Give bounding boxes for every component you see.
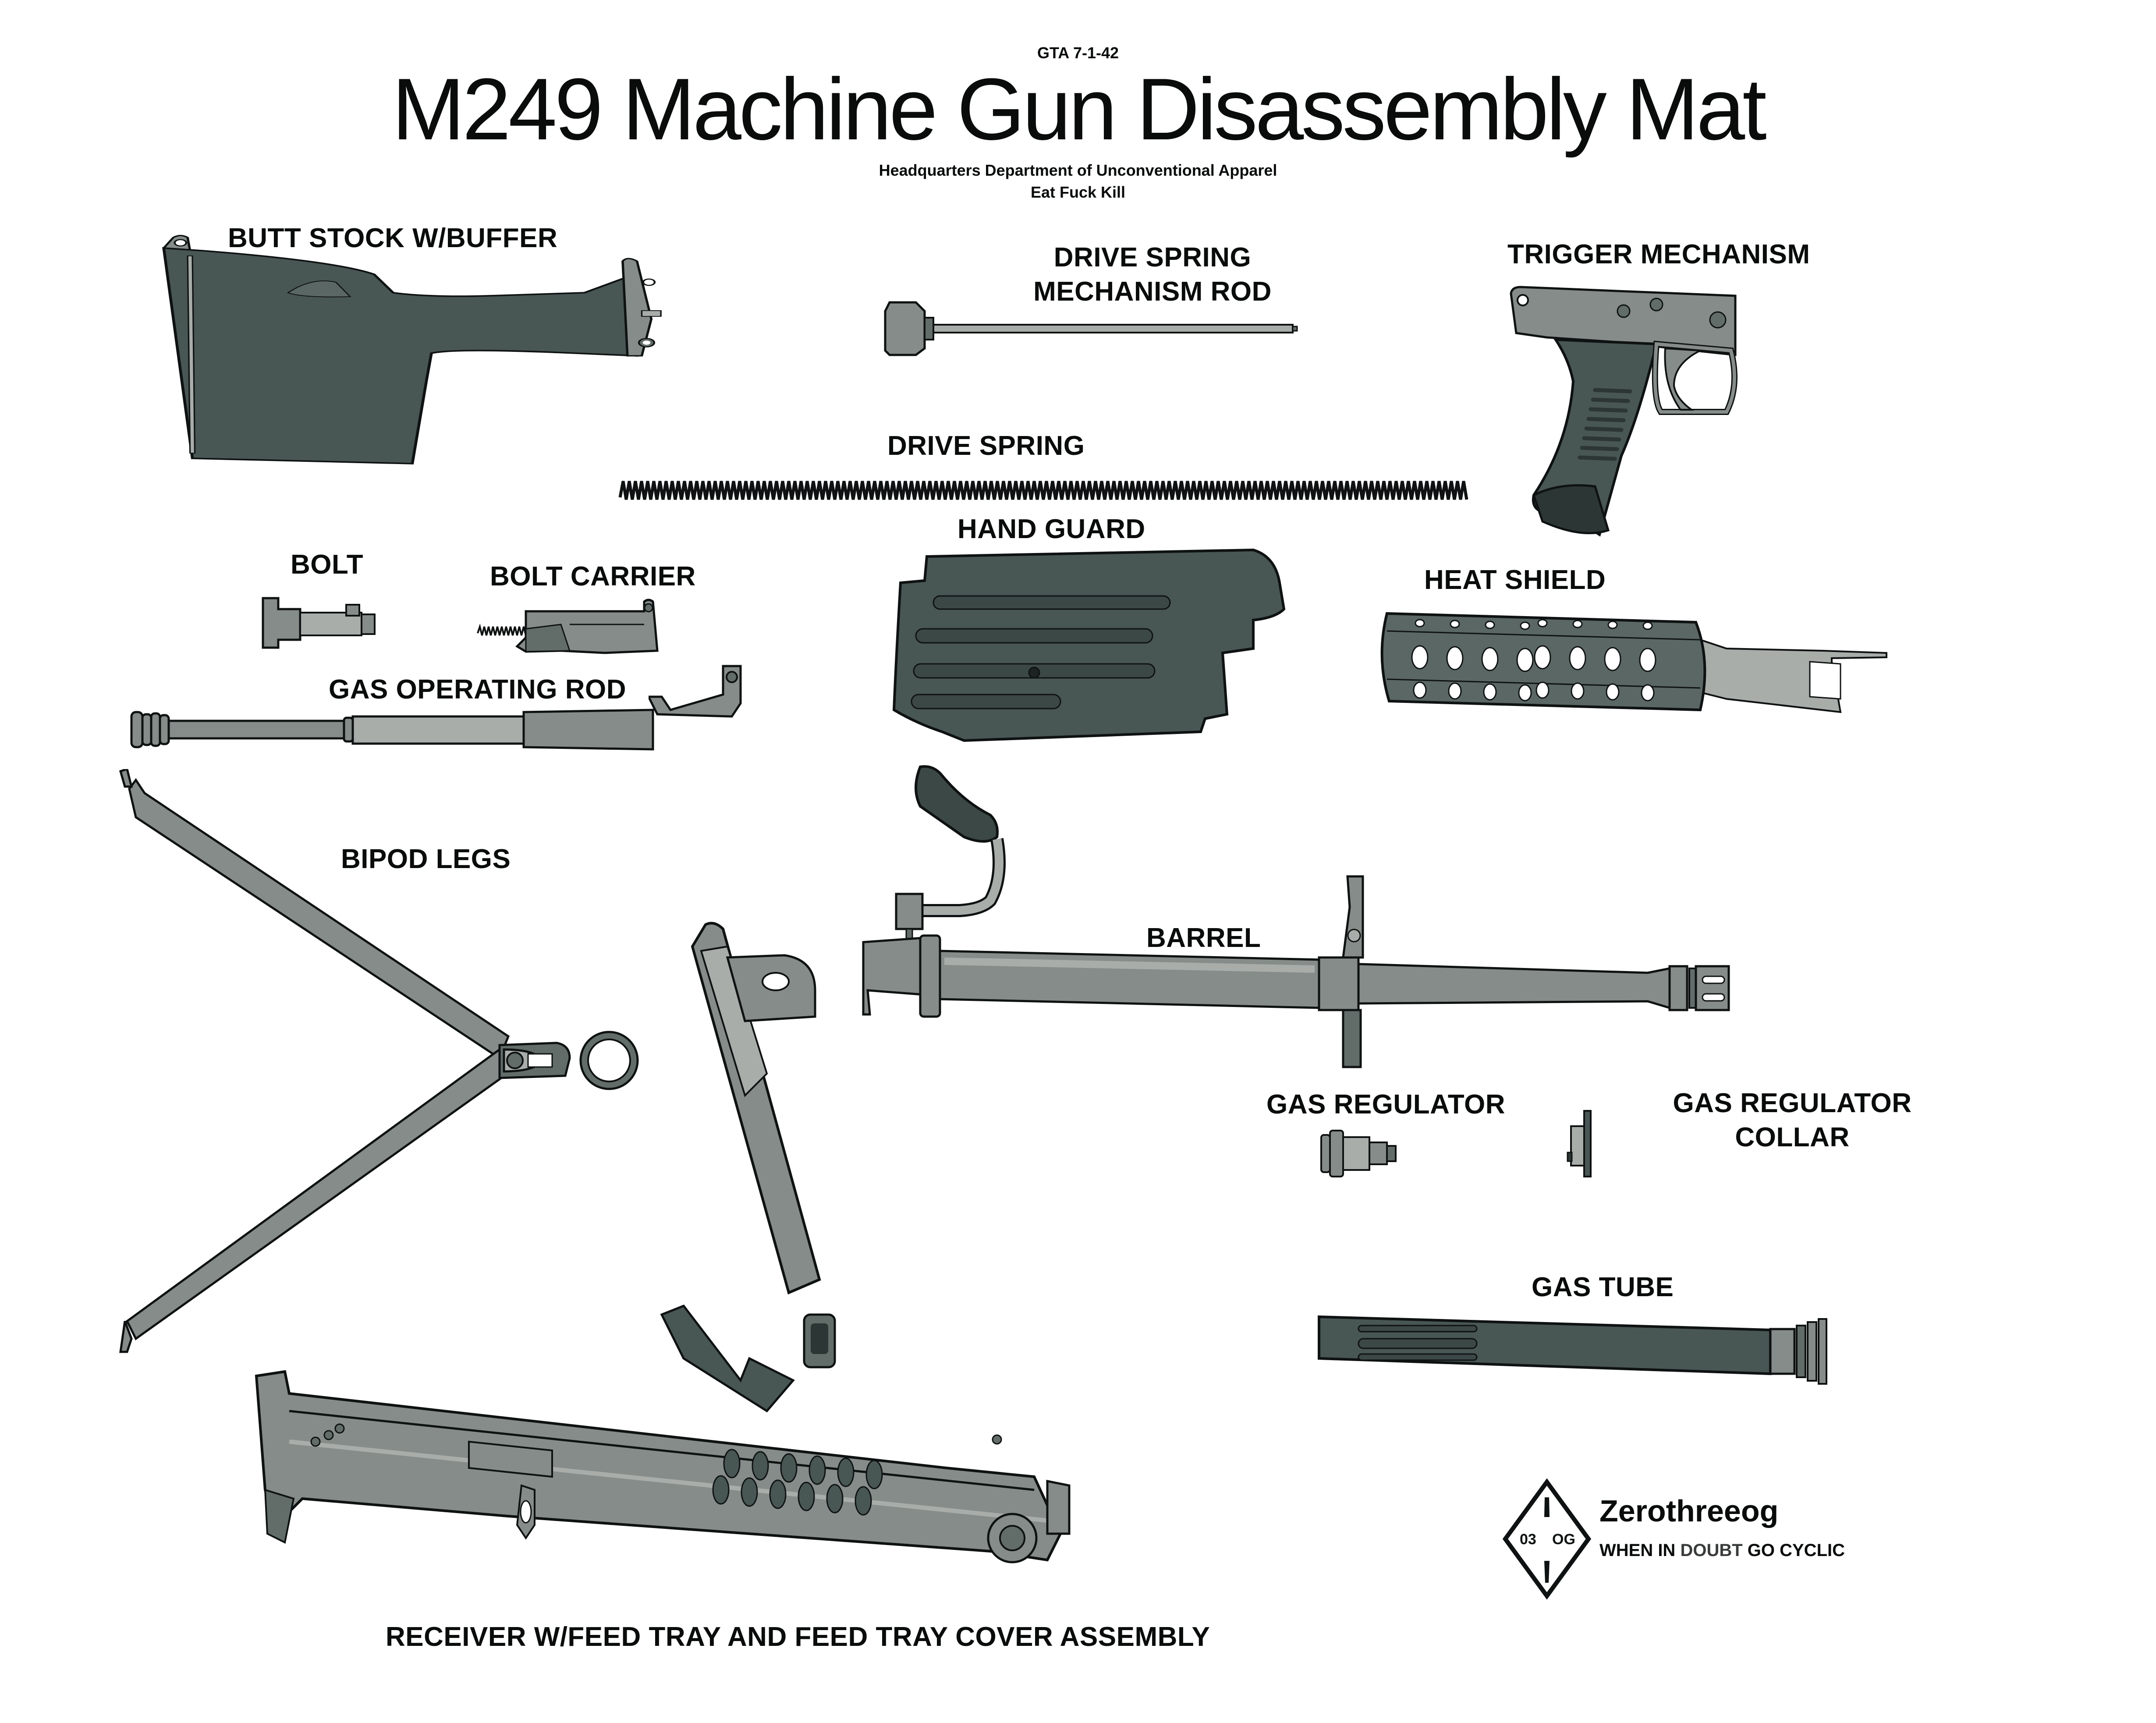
heat-shield-hole xyxy=(1411,645,1429,670)
gas-tube-illustration xyxy=(1318,1315,1827,1385)
brand-name: Zerothreeog xyxy=(1599,1494,1779,1528)
heat-shield-hole xyxy=(1572,620,1583,628)
receiver-vent-hole xyxy=(865,1460,883,1489)
heat-shield-hole xyxy=(1481,647,1499,671)
receiver-vent-hole xyxy=(837,1457,855,1487)
gas-operating-rod-illustration xyxy=(130,709,654,751)
gas-regulator-collar-illustration xyxy=(1567,1110,1592,1177)
motto: Eat Fuck Kill xyxy=(1030,183,1126,201)
bolt-illustration xyxy=(262,597,376,649)
tagline-part3: GO CYCLIC xyxy=(1742,1541,1845,1560)
heat-shield-hole xyxy=(1483,683,1497,701)
receiver-vent-hole xyxy=(780,1453,798,1483)
heat-shield-hole xyxy=(1450,620,1460,628)
brand-tagline: WHEN IN DOUBT GO CYCLIC xyxy=(1599,1541,1845,1560)
logo-text-right: OG xyxy=(1552,1531,1575,1548)
gas-regulator-illustration xyxy=(1320,1130,1397,1177)
receiver-vent-hole xyxy=(808,1455,826,1485)
receiver-vent-hole xyxy=(723,1449,741,1478)
tagline-part1: WHEN IN xyxy=(1599,1541,1681,1560)
heat-shield-hole xyxy=(1639,648,1656,672)
receiver-vent-hole xyxy=(855,1486,872,1516)
heat-shield-hole xyxy=(1606,683,1620,701)
drive-spring-rod-illustration xyxy=(884,301,1298,356)
bipod-legs-illustration xyxy=(119,769,639,1353)
heat-shield-hole xyxy=(1446,646,1464,670)
gas-operating-rod-piston-lug xyxy=(649,665,742,718)
label-bolt: BOLT xyxy=(291,550,364,580)
heat-shield-hole xyxy=(1516,648,1534,672)
label-gas-operating-rod: GAS OPERATING ROD xyxy=(329,674,627,705)
organization-subtitle: Headquarters Department of Unconventiona… xyxy=(879,161,1277,179)
heat-shield-illustration xyxy=(1380,612,1887,713)
receiver-vent-hole xyxy=(798,1482,815,1511)
label-gas-regulator: GAS REGULATOR xyxy=(1266,1089,1506,1120)
heat-shield-hole xyxy=(1415,619,1425,628)
label-drive-spring-rod-line2: MECHANISM ROD xyxy=(1033,277,1272,307)
label-barrel: BARREL xyxy=(1146,923,1261,953)
hand-guard-illustration xyxy=(892,548,1286,742)
heat-shield-hole xyxy=(1569,646,1586,670)
heat-shield-hole xyxy=(1642,621,1653,630)
label-receiver: RECEIVER W/FEED TRAY AND FEED TRAY COVER… xyxy=(386,1622,1210,1652)
brand-logo-icon: 03 OG xyxy=(1502,1478,1592,1600)
heat-shield-hole xyxy=(1641,684,1655,702)
barrel-illustration xyxy=(862,765,1730,1068)
heat-shield-hole xyxy=(1448,682,1462,700)
receiver-vent-hole xyxy=(712,1475,730,1505)
logo-text-left: 03 xyxy=(1520,1531,1536,1548)
receiver-vent-hole xyxy=(826,1484,844,1514)
label-gas-tube: GAS TUBE xyxy=(1532,1272,1674,1302)
receiver-vent-hole xyxy=(769,1479,787,1509)
label-trigger-mechanism: TRIGGER MECHANISM xyxy=(1507,239,1810,269)
label-gas-regulator-collar-line1: GAS REGULATOR xyxy=(1673,1088,1912,1118)
trigger-mechanism-illustration xyxy=(1510,286,1738,537)
page-title: M249 Machine Gun Disassembly Mat xyxy=(392,60,1767,158)
label-drive-spring-rod-line1: DRIVE SPRING xyxy=(1053,242,1252,273)
heat-shield-hole xyxy=(1571,682,1585,700)
butt-stock-illustration xyxy=(162,235,662,464)
heat-shield-hole xyxy=(1535,681,1550,699)
heat-shield-hole xyxy=(1520,621,1530,630)
heat-shield-hole xyxy=(1607,620,1618,629)
receiver-vent-hole xyxy=(741,1477,758,1507)
label-hand-guard: HAND GUARD xyxy=(957,514,1145,544)
form-number: GTA 7-1-42 xyxy=(1037,44,1119,62)
label-bipod-legs: BIPOD LEGS xyxy=(341,844,511,874)
bolt-carrier-illustration xyxy=(477,599,659,654)
label-butt-stock: BUTT STOCK W/BUFFER xyxy=(228,223,558,253)
label-heat-shield: HEAT SHIELD xyxy=(1424,565,1606,595)
drive-spring-illustration xyxy=(618,481,1468,500)
tagline-part2: DOUBT xyxy=(1680,1541,1743,1560)
receiver-illustration xyxy=(255,922,1071,1563)
heat-shield-hole xyxy=(1518,684,1532,702)
label-gas-regulator-collar-line2: COLLAR xyxy=(1735,1122,1850,1152)
heat-shield-hole xyxy=(1485,620,1495,629)
label-bolt-carrier: BOLT CARRIER xyxy=(490,561,696,592)
heat-shield-hole xyxy=(1534,645,1551,670)
receiver-vent-hole xyxy=(752,1451,769,1481)
heat-shield-hole xyxy=(1604,647,1621,671)
label-drive-spring: DRIVE SPRING xyxy=(887,431,1085,461)
heat-shield-hole xyxy=(1537,619,1548,628)
heat-shield-hole xyxy=(1413,681,1427,699)
